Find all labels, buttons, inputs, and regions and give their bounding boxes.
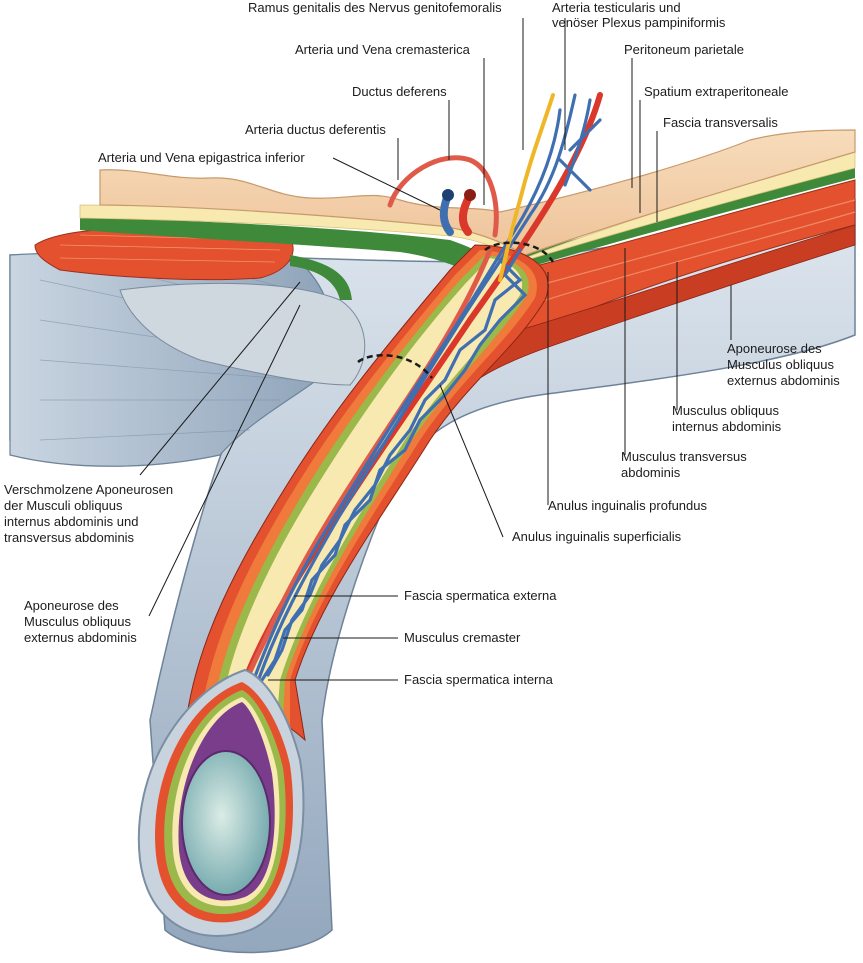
label-transversus-line1: Musculus transversus xyxy=(621,449,747,464)
label-fascia-transversalis: Fascia transversalis xyxy=(663,115,778,130)
ramus-genitalis-nerve xyxy=(498,93,555,282)
label-arteria-testicularis-line2: venöser Plexus pampiniformis xyxy=(552,15,726,30)
label-apon-ext-left-line3: externus abdominis xyxy=(24,630,137,645)
abdominal-wall-layers xyxy=(9,129,856,954)
anulus-superficialis-ring xyxy=(357,354,433,379)
label-arteria-ductus: Arteria ductus deferentis xyxy=(245,122,386,137)
label-obliquus-internus-line2: internus abdominis xyxy=(672,419,782,434)
ductus-deferens-loop xyxy=(387,155,499,238)
label-arteria-testicularis-line1: Arteria testicularis und xyxy=(552,0,681,15)
label-verschmolzene-line3: internus abdominis und xyxy=(4,514,138,529)
plexus-pampiniformis xyxy=(248,93,602,692)
label-peritoneum: Peritoneum parietale xyxy=(624,42,744,57)
label-epigastrica: Arteria und Vena epigastrica inferior xyxy=(98,150,305,165)
label-ductus-deferens: Ductus deferens xyxy=(352,84,447,99)
ductus-deferens-cord xyxy=(237,247,493,703)
epigastric-vessels xyxy=(439,189,476,236)
label-obliquus-internus-line1: Musculus obliquus xyxy=(672,403,779,418)
label-spatium: Spatium extraperitoneale xyxy=(644,84,789,99)
label-anulus-profundus: Anulus inguinalis profundus xyxy=(548,498,707,513)
label-fascia-spermatica-interna: Fascia spermatica interna xyxy=(404,672,554,687)
label-cremasterica: Arteria und Vena cremasterica xyxy=(295,42,471,57)
label-ramus-genitalis: Ramus genitalis des Nervus genitofemoral… xyxy=(248,0,502,15)
labels: Ramus genitalis des Nervus genitofemoral… xyxy=(4,0,840,687)
label-apon-ext-right-line3: externus abdominis xyxy=(727,373,840,388)
testis-body xyxy=(181,750,271,896)
label-fascia-spermatica-externa: Fascia spermatica externa xyxy=(404,588,557,603)
label-verschmolzene-line2: der Musculi obliquus xyxy=(4,498,123,513)
label-verschmolzene-line4: transversus abdominis xyxy=(4,530,135,545)
label-cremaster: Musculus cremaster xyxy=(404,630,521,645)
label-anulus-superficialis: Anulus inguinalis superficialis xyxy=(512,529,682,544)
testis xyxy=(137,668,305,937)
fused-aponeuroses xyxy=(119,282,366,386)
label-apon-ext-left-line2: Musculus obliquus xyxy=(24,614,131,629)
leader-lines xyxy=(139,18,732,681)
spermatic-cord xyxy=(184,92,603,742)
label-transversus-line2: abdominis xyxy=(621,465,681,480)
label-apon-ext-left-line1: Aponeurose des xyxy=(24,598,119,613)
peritoneum-parietale-layer xyxy=(99,129,856,256)
fascia-transversalis-band xyxy=(80,218,510,285)
label-apon-ext-right-line1: Aponeurose des xyxy=(727,341,822,356)
label-apon-ext-right-line2: Musculus obliquus xyxy=(727,357,834,372)
label-verschmolzene-line1: Verschmolzene Aponeurosen xyxy=(4,482,173,497)
